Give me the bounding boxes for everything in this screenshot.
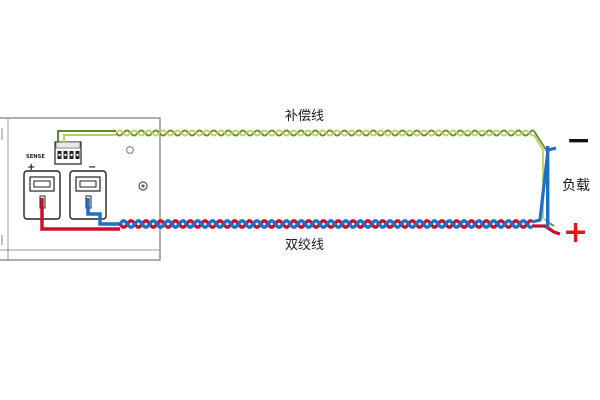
- load-bar: [546, 146, 550, 228]
- chassis-screw-middle: [138, 181, 148, 191]
- power-twisted-pair: [118, 219, 533, 229]
- twisted-pair-label: 双绞线: [285, 237, 324, 253]
- terminal-minus-label: −: [88, 162, 96, 173]
- power-wire-leads: [40, 198, 120, 231]
- sense-label: SENSE: [26, 154, 45, 160]
- load-negative-symbol: −: [566, 123, 591, 158]
- chassis-screw-top: [126, 146, 134, 154]
- load-positive-symbol: +: [563, 215, 588, 250]
- compensation-wire-twisted: [115, 129, 535, 137]
- sense-wire-leads: [57, 130, 116, 143]
- compensation-wire-label: 补偿线: [285, 109, 324, 124]
- power-wire-to-load: [531, 146, 561, 236]
- terminal-plus-label: +: [27, 162, 35, 173]
- sense-terminal-block: [54, 141, 82, 165]
- load-label: 负载: [562, 178, 590, 194]
